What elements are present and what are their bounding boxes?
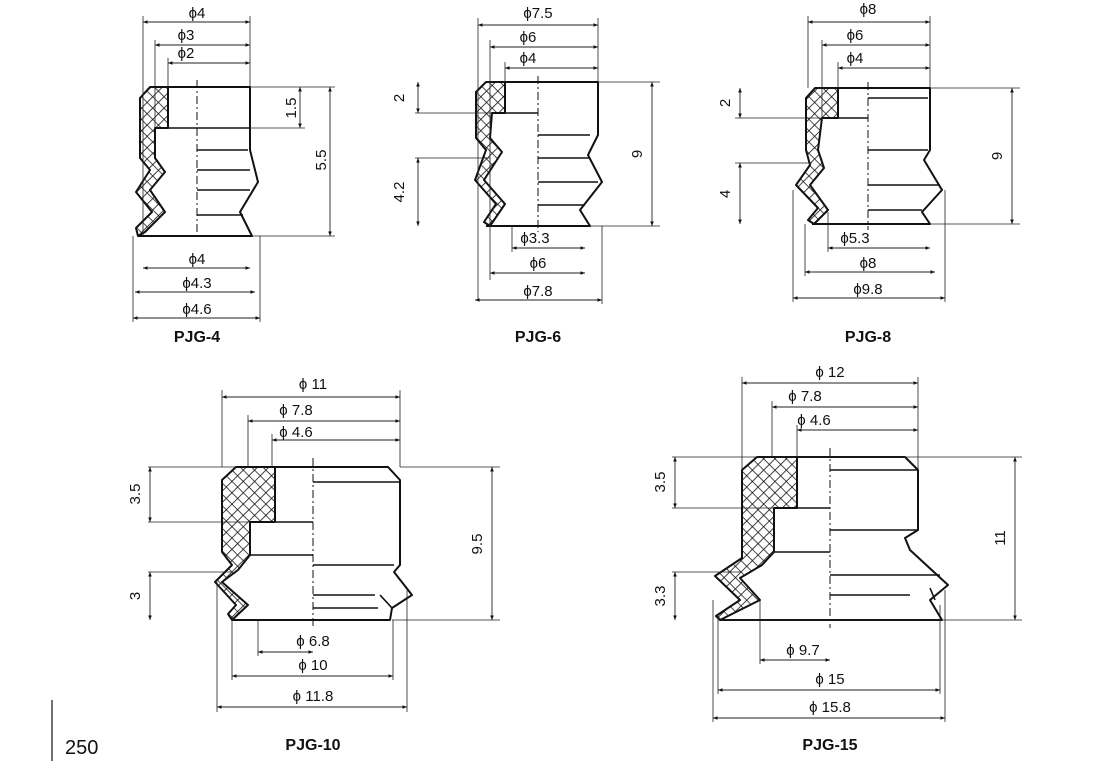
inner-lines (250, 481, 400, 609)
dims-pjg-15: ϕ 12 ϕ 7.8 ϕ 4.6 3.5 3.3 11 ϕ 9.7 ϕ 15 ϕ 15.8 (652, 364, 1022, 722)
dimension-label: ϕ7.5 (523, 5, 552, 22)
dimension-label: ϕ3.3 (520, 230, 549, 247)
dimension-label: ϕ6 (847, 27, 864, 44)
page-number: 250 (65, 737, 98, 759)
dimension-label: 4.2 (391, 182, 408, 203)
part-label: PJG-4 (174, 329, 220, 346)
dims-pjg-6: ϕ7.5 ϕ6 ϕ4 2 4.2 9 ϕ3.3 ϕ6 ϕ7.8 (391, 5, 660, 304)
dimension-label: 3.5 (127, 484, 144, 505)
part-label: PJG-10 (285, 737, 340, 754)
section-hatch (714, 456, 798, 621)
dims-pjg-10: ϕ 11 ϕ 7.8 ϕ 4.6 3.5 3 9.5 ϕ 6.8 ϕ 10 ϕ 11.8 (127, 376, 500, 712)
dimension-label: ϕ 10 (298, 657, 327, 674)
dimension-label: 9 (989, 152, 1006, 160)
dimension-label: ϕ 4.6 (279, 424, 312, 441)
outline (812, 87, 943, 225)
part-pjg-15 (714, 448, 949, 628)
dimension-label: ϕ4.3 (182, 275, 211, 292)
dimension-label: ϕ 11 (299, 376, 327, 393)
dimension-label: ϕ2 (178, 45, 195, 62)
part-pjg-4 (135, 80, 259, 240)
dimension-label: ϕ 12 (815, 364, 844, 381)
part-label: PJG-6 (515, 329, 561, 346)
dimension-label: ϕ 11.8 (293, 688, 334, 705)
dimension-label: 9 (629, 150, 646, 158)
dimension-label: ϕ 7.8 (788, 388, 821, 405)
dimension-label: ϕ5.3 (840, 230, 869, 247)
dimension-label: ϕ4 (189, 251, 206, 268)
dimension-label: 3.3 (652, 586, 669, 607)
dimension-label: ϕ4 (847, 50, 864, 67)
part-label: PJG-8 (845, 329, 891, 346)
dimension-label: ϕ 15.8 (809, 699, 851, 716)
dimension-label: ϕ9.8 (853, 281, 882, 298)
part-pjg-10 (214, 458, 413, 628)
part-pjg-8 (795, 82, 943, 230)
dimension-label: ϕ7.8 (523, 283, 552, 300)
inner-lines (774, 469, 940, 601)
dimension-label: 9.5 (469, 534, 486, 555)
dims-pjg-8: ϕ8 ϕ6 ϕ4 2 4 9 ϕ5.3 ϕ8 ϕ9.8 (717, 1, 1020, 302)
outline (486, 81, 603, 227)
dimension-label: 3 (127, 592, 144, 600)
dimension-label: 3.5 (652, 472, 669, 493)
section-hatch (135, 86, 169, 237)
inner-lines (838, 97, 940, 211)
inner-lines (505, 112, 598, 206)
dimension-label: ϕ6 (530, 255, 547, 272)
dimension-label: ϕ6 (520, 29, 537, 46)
dimension-label: ϕ3 (178, 27, 195, 44)
section-hatch (795, 87, 839, 225)
dimension-label: ϕ4 (189, 5, 206, 22)
dimension-label: ϕ 7.8 (279, 402, 312, 419)
dimension-label: 4 (717, 190, 734, 198)
section-hatch (214, 466, 276, 621)
inner-lines (168, 127, 250, 216)
part-label: PJG-15 (802, 737, 857, 754)
dimension-label: 2 (391, 94, 408, 102)
outline (232, 466, 413, 621)
dimension-label: 1.5 (283, 98, 300, 119)
dimension-label: ϕ 6.8 (296, 633, 329, 650)
dimension-label: ϕ8 (860, 1, 877, 18)
dimension-label: ϕ4.6 (182, 301, 211, 318)
dimension-label: 5.5 (313, 150, 330, 171)
part-pjg-6 (474, 76, 603, 232)
dimension-label: ϕ8 (860, 255, 877, 272)
dimension-label: 2 (717, 99, 734, 107)
dimension-label: 11 (992, 530, 1009, 546)
outline (720, 456, 949, 621)
dimension-label: ϕ 15 (815, 671, 844, 688)
dimension-label: ϕ4 (520, 50, 537, 67)
dimension-annotations: ϕ4ϕ3ϕ21.55.5ϕ4ϕ4.3ϕ4.6ϕ7.5ϕ6ϕ424.29ϕ3.3ϕ… (127, 1, 1022, 722)
dimension-label: ϕ 9.7 (786, 642, 819, 659)
dimension-label: ϕ 4.6 (797, 412, 830, 429)
